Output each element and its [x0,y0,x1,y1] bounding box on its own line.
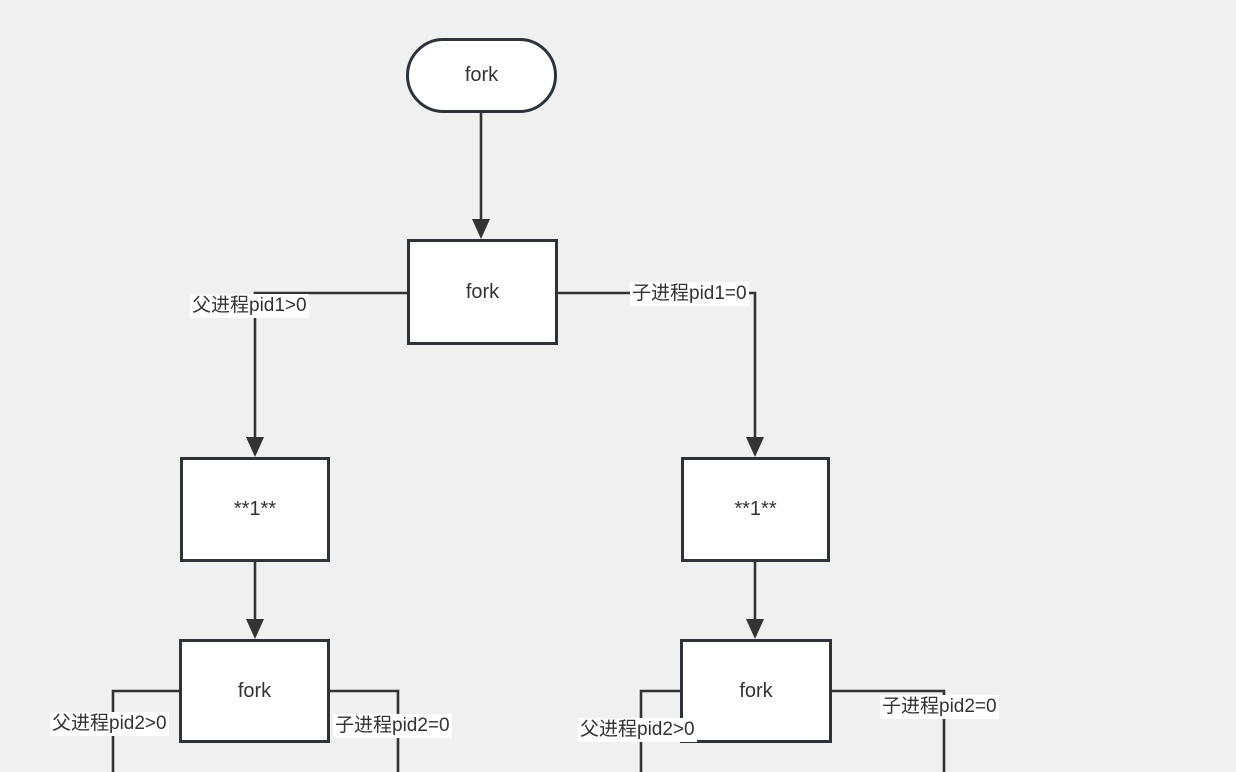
edge-label-child-pid1: 子进程pid1=0 [630,282,749,306]
node-fork-start: fork [406,38,557,113]
node-result-1-left: **1** [180,457,330,562]
edge-fork2-right-child [832,689,946,772]
node-fork-1: fork [407,239,558,345]
edge-label-parent-pid1: 父进程pid1>0 [190,294,309,318]
edge-fork2-right-parent [639,689,680,772]
node-result-1-left-label: **1** [233,498,277,520]
edge-fork1-one-left [253,291,407,440]
edge-fork1-one-right [558,291,757,440]
arrowhead-start-fork1 [472,219,490,239]
node-fork-2-right: fork [680,639,832,743]
edge-fork2-left-parent [111,689,179,772]
node-fork-2-left: fork [179,639,330,743]
node-result-1-right: **1** [681,457,830,562]
edge-label-child-pid2-left: 子进程pid2=0 [333,714,452,738]
node-fork-2-left-label: fork [237,679,272,702]
arrowhead-one-left-fork2-left [246,619,264,639]
edge-label-child-pid2-right: 子进程pid2=0 [880,695,999,719]
edge-label-parent-pid2-left: 父进程pid2>0 [50,712,169,736]
arrowhead-fork1-one-right [746,437,764,457]
node-fork-1-label: fork [465,280,500,303]
node-result-1-right-label: **1** [734,498,777,520]
node-fork-start-label: fork [464,64,499,86]
edge-label-parent-pid2-right: 父进程pid2>0 [578,718,697,742]
node-fork-2-right-label: fork [739,679,773,702]
edge-fork2-left-child [330,689,400,772]
arrowhead-fork1-one-left [246,437,264,457]
arrowhead-one-right-fork2-right [746,619,764,639]
